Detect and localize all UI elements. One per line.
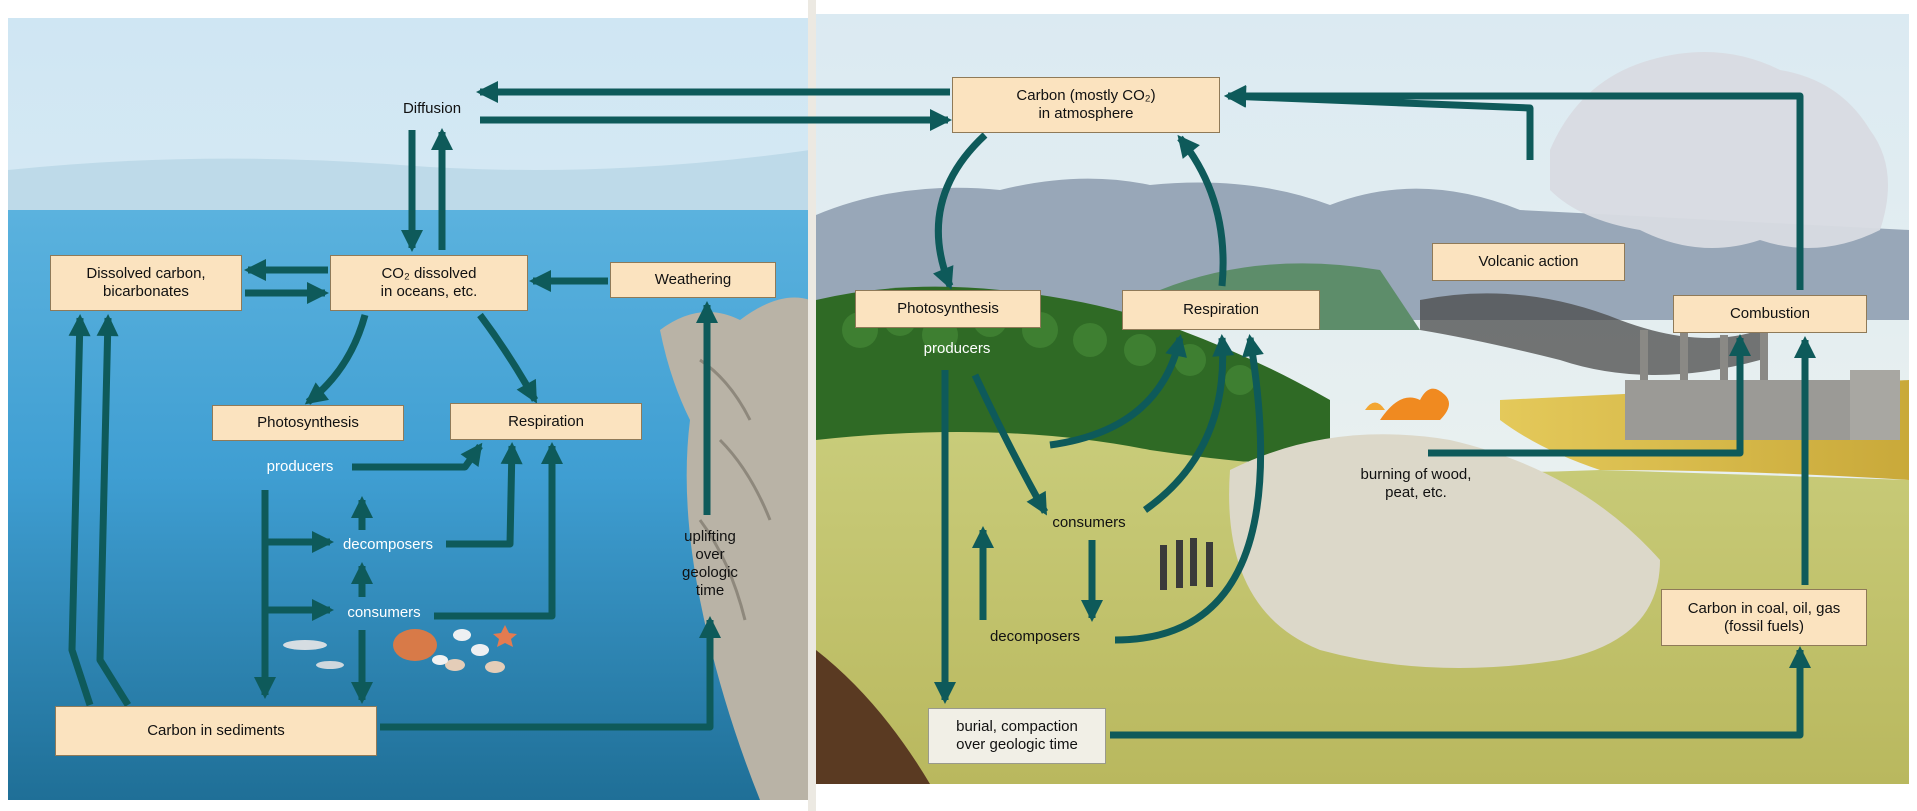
producers-to-respiration-line [1049, 337, 1184, 449]
ocean-photosynthesis-box: Photosynthesis [212, 405, 404, 441]
consumers-to-respiration-line [1142, 337, 1227, 513]
dissolved-carbon-box: Dissolved carbon, bicarbonates [50, 255, 242, 311]
diffusion-label: Diffusion [402, 100, 462, 117]
burning-to-combustion-head [1729, 334, 1751, 356]
land-decomposers-label: decomposers [989, 628, 1081, 645]
burning-label: burning of wood, peat, etc. [1360, 466, 1472, 501]
uplifting-label: uplifting over geologic time [682, 528, 738, 599]
consumers-to-respiration-head [1212, 334, 1235, 357]
fossil-fuels-box: Carbon in coal, oil, gas (fossil fuels) [1661, 589, 1867, 646]
land-consumers-label: consumers [1052, 514, 1126, 531]
sea-creatures [283, 625, 517, 673]
land-producers-label: producers [923, 340, 991, 357]
co2-dissolved-box: CO₂ dissolved in oceans, etc. [330, 255, 528, 311]
soil [816, 650, 930, 784]
dissolved-carbon-to-co2-head [307, 282, 329, 304]
consumers-up-head [351, 562, 373, 584]
sediments-to-uplifting-line [380, 620, 714, 731]
combustion-to-atmosphere-head [1224, 85, 1246, 107]
log-pile [1229, 434, 1660, 668]
consumers-to-respiration-head [541, 442, 563, 464]
producers-to-burial-head [934, 682, 956, 704]
dissolved-down-to-sediments-line [96, 317, 131, 707]
consumers-to-respiration-line [434, 446, 556, 620]
ocean-producers-label: producers [266, 458, 334, 475]
decomposers-to-respiration-line [446, 445, 516, 548]
atmosphere-to-photosynthesis-head [933, 265, 954, 290]
carbon-flow-arrows [68, 81, 1816, 739]
respiration-to-atmosphere-head [1177, 134, 1200, 159]
land-photosynthesis-box: Photosynthesis [855, 290, 1041, 328]
volcanic-to-atmosphere-line [1227, 92, 1534, 160]
producers-branch-consumers-head [312, 599, 334, 621]
combustion-box: Combustion [1673, 295, 1867, 333]
burial-box: burial, compaction over geologic time [928, 708, 1106, 764]
burial-to-fossil-fuels-head [1789, 646, 1811, 668]
land-panel-background [816, 14, 1909, 784]
fossil-fuels-to-combustion-head [1794, 336, 1816, 358]
decomposers-up-head [351, 496, 373, 518]
page-fold [808, 0, 816, 811]
producers-down-to-sediments-head [254, 677, 276, 699]
combustion-to-atmosphere-line [1228, 92, 1804, 290]
producers-to-consumers-head [1026, 490, 1047, 516]
mountains [816, 178, 1909, 320]
co2-to-dissolved-carbon-head [244, 259, 266, 281]
atmosphere-to-diffusion-head [476, 81, 498, 103]
sediments-up-to-dissolved-line [68, 317, 94, 707]
black-smoke [1420, 293, 1760, 375]
producers-to-respiration-head [460, 442, 483, 468]
burning-to-combustion-line [1428, 338, 1744, 457]
cliff-rocks [660, 297, 810, 800]
consumers-down-to-sediments-head [351, 682, 373, 704]
weathering-box: Weathering [610, 262, 776, 298]
sediments-to-uplifting-head [699, 616, 721, 638]
atmosphere-box: Carbon (mostly CO₂) in atmosphere [952, 77, 1220, 133]
decomposers-to-consumers-head [972, 526, 994, 548]
uplifting-to-weathering-head [696, 301, 718, 323]
land-respiration-box: Respiration [1122, 290, 1320, 330]
ocean-decomposers-label: decomposers [342, 536, 434, 553]
atmosphere-to-photosynthesis-line [934, 132, 988, 288]
people [1160, 538, 1213, 590]
diffusion-down-head [401, 230, 423, 252]
co2-to-photosynthesis-head [304, 382, 329, 405]
ocean-up-to-diffusion-head [431, 128, 453, 150]
decomposers-to-respiration-head [500, 442, 523, 465]
consumers-to-decomposers-head [1081, 600, 1103, 622]
dissolved-down-to-sediments-head [96, 314, 119, 337]
decomposers-to-respiration-line [1114, 337, 1265, 644]
sediments-box: Carbon in sediments [55, 706, 377, 756]
respiration-to-atmosphere-line [1177, 135, 1227, 287]
ocean-consumers-label: consumers [347, 604, 421, 621]
ocean-respiration-box: Respiration [450, 403, 642, 440]
burial-to-fossil-fuels-line [1110, 650, 1804, 739]
sediments-up-to-dissolved-head [68, 314, 91, 337]
co2-to-respiration-head [516, 378, 537, 404]
producers-to-respiration-head [1165, 334, 1187, 358]
diffusion-to-atmosphere-head [930, 109, 952, 131]
decomposers-to-respiration-head [1242, 334, 1264, 358]
volcanic-action-box: Volcanic action [1432, 243, 1625, 281]
weathering-to-co2-head [529, 270, 551, 292]
fire [1380, 388, 1449, 420]
producers-branch-decomposers-head [312, 531, 334, 553]
